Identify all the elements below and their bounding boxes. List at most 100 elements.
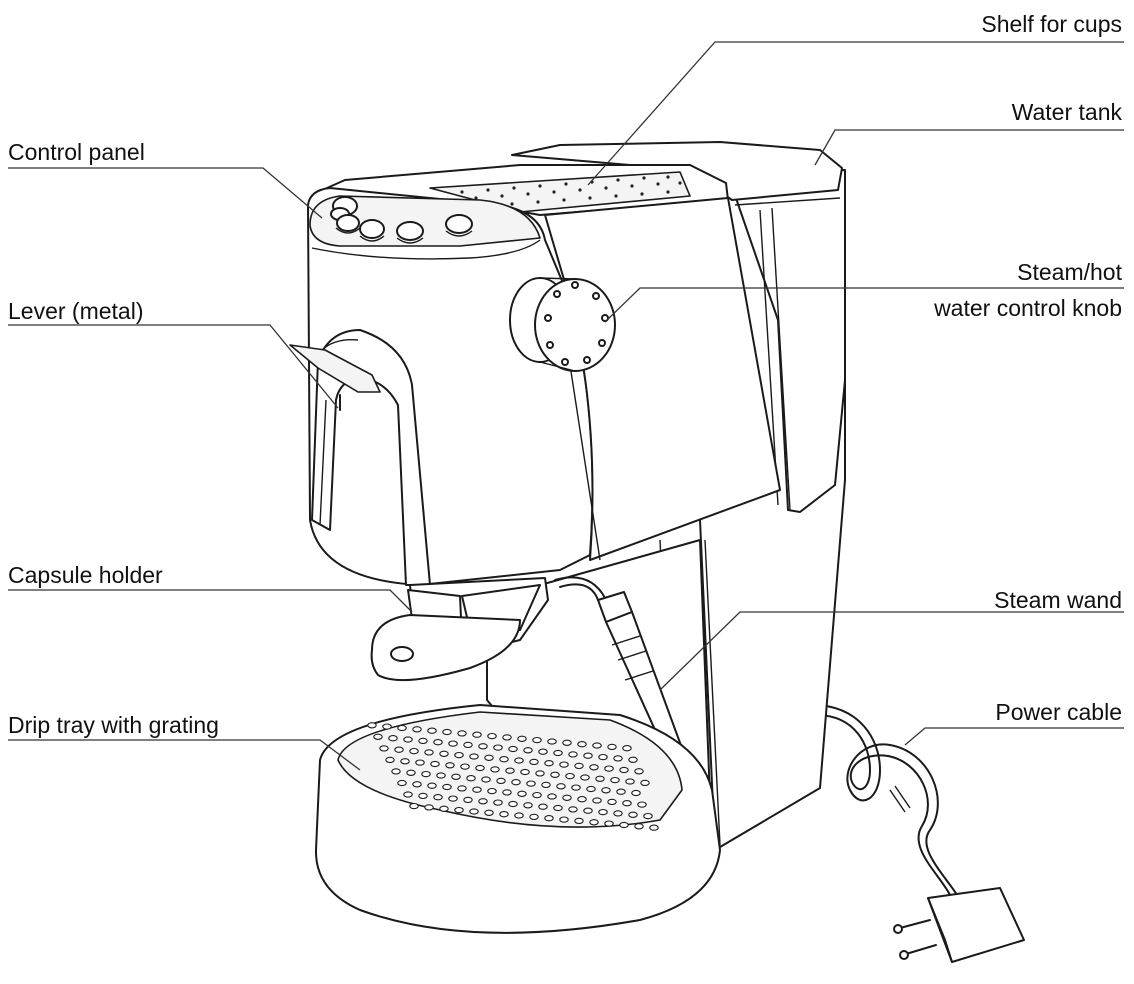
- cup-shelf-grating: [460, 175, 682, 206]
- grating-hole: [595, 775, 605, 782]
- grating-hole: [586, 785, 596, 793]
- grating-hole: [409, 747, 419, 755]
- label-drip-tray: Drip tray with grating: [8, 712, 219, 738]
- grating-hole: [412, 726, 422, 733]
- grating-hole: [403, 736, 413, 743]
- leader-lines: [8, 41, 1124, 771]
- grating-hole: [424, 749, 434, 756]
- label-water-tank: Water tank: [1011, 99, 1122, 125]
- grating-hole: [532, 736, 542, 744]
- grating-hole: [499, 756, 509, 763]
- grating-hole: [550, 771, 560, 778]
- steam-knob: [509, 277, 616, 372]
- grating-hole: [451, 773, 461, 780]
- grating-hole: [490, 766, 500, 773]
- label-steam-knob-line1: Steam/hot: [1017, 259, 1122, 285]
- grating-hole: [619, 821, 629, 829]
- grating-hole: [487, 787, 497, 795]
- grating-hole: [643, 812, 653, 820]
- grating-hole: [523, 747, 533, 754]
- leader-wand: [659, 611, 1124, 691]
- grating-hole: [427, 782, 437, 789]
- grating-hole: [592, 742, 602, 749]
- steam-wand: [554, 576, 691, 777]
- leader-drip: [8, 739, 361, 771]
- label-control-panel: Control panel: [8, 139, 145, 165]
- grating-hole: [607, 798, 617, 806]
- grating-hole: [379, 745, 389, 752]
- label-power-cable: Power cable: [995, 699, 1122, 725]
- grating-hole: [547, 738, 557, 745]
- leader-tank: [814, 129, 1124, 166]
- grating-hole: [472, 786, 482, 793]
- grating-hole: [619, 766, 629, 774]
- grating-hole: [571, 784, 581, 791]
- grating-hole: [388, 735, 398, 742]
- grating-hole: [394, 746, 404, 753]
- label-capsule-holder: Capsule holder: [8, 562, 163, 588]
- grating-hole: [574, 762, 584, 770]
- drip-tray-grating: [367, 722, 659, 831]
- grating-hole: [544, 760, 554, 767]
- label-steam-knob-line2: water control knob: [934, 295, 1122, 321]
- grating-hole: [502, 789, 512, 796]
- grating-hole: [604, 765, 614, 772]
- grating-hole: [454, 806, 464, 814]
- grating-hole: [553, 804, 563, 812]
- grating-hole: [484, 809, 494, 816]
- grating-hole: [613, 755, 623, 762]
- grating-hole: [589, 764, 599, 771]
- grating-hole: [469, 808, 479, 815]
- grating-hole: [445, 762, 455, 769]
- grating-hole: [412, 781, 422, 788]
- grating-hole: [598, 753, 608, 761]
- grating-hole: [529, 758, 539, 766]
- grating-hole: [568, 806, 578, 813]
- grating-hole: [421, 770, 431, 778]
- grating-hole: [544, 815, 554, 822]
- grating-hole: [583, 807, 593, 814]
- grating-hole: [397, 779, 407, 787]
- grating-hole: [622, 800, 632, 807]
- grating-hole: [457, 785, 467, 792]
- label-lever: Lever (metal): [8, 298, 144, 324]
- grating-hole: [493, 799, 503, 806]
- leader-cable: [904, 727, 1124, 746]
- grating-hole: [514, 757, 524, 764]
- grating-hole: [628, 811, 638, 818]
- grating-hole: [604, 820, 614, 827]
- control-panel-buttons: [330, 196, 473, 244]
- grating-hole: [523, 802, 533, 809]
- grating-hole: [610, 776, 620, 784]
- grating-hole: [418, 737, 428, 745]
- grating-hole: [418, 792, 428, 800]
- grating-hole: [403, 791, 413, 798]
- grating-hole: [640, 779, 650, 787]
- grating-hole: [565, 772, 575, 780]
- label-steam-wand: Steam wand: [994, 587, 1122, 613]
- grating-hole: [433, 739, 443, 746]
- grating-hole: [481, 776, 491, 783]
- grating-hole: [577, 741, 587, 748]
- grating-hole: [499, 811, 509, 818]
- grating-hole: [469, 753, 479, 760]
- grating-hole: [406, 769, 416, 776]
- grating-hole: [634, 768, 644, 775]
- grating-hole: [454, 751, 464, 759]
- grating-hole: [511, 779, 521, 786]
- grating-hole: [436, 772, 446, 779]
- grating-hole: [466, 775, 476, 782]
- grating-hole: [484, 754, 494, 761]
- grating-hole: [448, 795, 458, 802]
- grating-hole: [385, 756, 395, 764]
- grating-hole: [433, 794, 443, 801]
- grating-hole: [616, 788, 626, 795]
- grating-hole: [601, 787, 611, 794]
- grating-hole: [559, 816, 569, 823]
- grating-hole: [475, 764, 485, 772]
- grating-hole: [493, 744, 503, 751]
- grating-hole: [508, 800, 518, 808]
- grating-hole: [517, 735, 527, 742]
- grating-hole: [367, 722, 377, 729]
